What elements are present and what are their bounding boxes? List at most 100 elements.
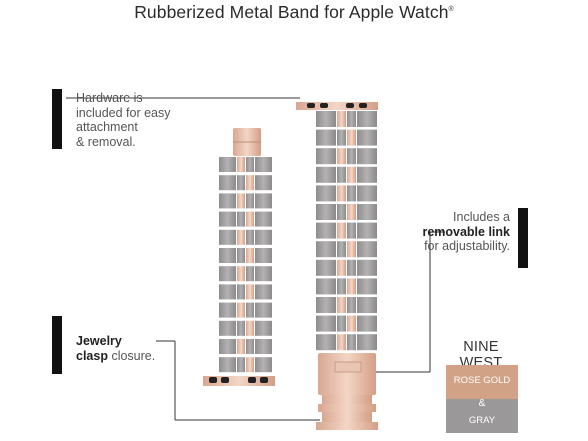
band-link (316, 297, 336, 313)
band-link (357, 111, 377, 127)
band-link (255, 229, 272, 245)
band-link (237, 339, 245, 354)
band-link (357, 166, 377, 183)
band-link (347, 111, 356, 127)
band-link (316, 148, 336, 165)
band-link (347, 241, 356, 258)
band-link (237, 357, 245, 373)
band-link (316, 222, 336, 239)
band-link (316, 278, 336, 295)
band-link (219, 320, 236, 336)
band-link (246, 157, 254, 172)
band-link (357, 148, 377, 165)
band-link (255, 157, 272, 172)
band-link (347, 204, 356, 220)
band-link (316, 259, 336, 276)
band-link (237, 193, 245, 209)
band-link (316, 204, 336, 220)
band-link (255, 284, 272, 300)
band-link (255, 193, 272, 209)
band-link (347, 259, 356, 276)
link-callout: Includes a removable link for adjustabil… (422, 210, 510, 253)
band-link (246, 302, 254, 318)
band-link (246, 266, 254, 282)
band-link (347, 166, 356, 183)
rose-gold-swatch: ROSE GOLD (446, 365, 518, 399)
band-link (357, 297, 377, 313)
band-link (219, 248, 236, 263)
band-link (255, 248, 272, 263)
page-title: Rubberized Metal Band for Apple Watch® (134, 2, 454, 22)
band-link (237, 248, 245, 263)
band-link (219, 302, 236, 318)
band-link (255, 211, 272, 227)
clasp-callout: Jewelry clasp closure. (76, 334, 156, 363)
band-link (357, 259, 377, 276)
band-link (347, 129, 356, 146)
band-link (219, 339, 236, 354)
band-link (237, 320, 245, 336)
band-link (337, 315, 346, 332)
band-link (246, 211, 254, 227)
band-link (219, 229, 236, 245)
band-link (219, 157, 236, 172)
band-link (316, 315, 336, 332)
band-link (237, 284, 245, 300)
clasp (316, 353, 378, 430)
band-link (357, 334, 377, 351)
band-link (357, 278, 377, 295)
band-link (237, 302, 245, 318)
band-link (347, 334, 356, 351)
band-link (337, 259, 346, 276)
band-link (337, 278, 346, 295)
band-link (237, 211, 245, 227)
band-link (255, 357, 272, 373)
band-link (246, 229, 254, 245)
band-link (337, 241, 346, 258)
band-link (357, 204, 377, 220)
band-link (255, 266, 272, 282)
band-link (347, 297, 356, 313)
band-link (246, 248, 254, 263)
band-link (255, 320, 272, 336)
right-band (296, 102, 378, 351)
band-link (337, 111, 346, 127)
band-link (246, 357, 254, 373)
band-link (337, 297, 346, 313)
band-link (246, 193, 254, 209)
band-link (237, 229, 245, 245)
band-link (316, 111, 336, 127)
band-link (337, 148, 346, 165)
band-link (255, 339, 272, 354)
band-link (316, 185, 336, 202)
band-link (237, 157, 245, 172)
band-link (347, 315, 356, 332)
band-link (219, 266, 236, 282)
left-band (219, 128, 272, 373)
band-link (219, 211, 236, 227)
band-link (347, 222, 356, 239)
band-link (357, 241, 377, 258)
band-link (337, 222, 346, 239)
band-link (219, 175, 236, 191)
band-link (357, 315, 377, 332)
band-link (316, 166, 336, 183)
band-link (337, 166, 346, 183)
hardware-callout-bar (52, 89, 62, 149)
band-link (357, 185, 377, 202)
band-link (237, 266, 245, 282)
link-callout-bar (518, 208, 528, 268)
band-link (246, 175, 254, 191)
band-link (337, 129, 346, 146)
band-link (246, 284, 254, 300)
band-link (357, 129, 377, 146)
band-link (255, 175, 272, 191)
band-link (337, 334, 346, 351)
gray-swatch: GRAY (446, 399, 518, 433)
band-link (347, 185, 356, 202)
band-link (219, 284, 236, 300)
ampersand: & (478, 397, 486, 409)
hardware-callout: Hardware is included for easy attachment… (76, 91, 171, 149)
band-link (237, 175, 245, 191)
